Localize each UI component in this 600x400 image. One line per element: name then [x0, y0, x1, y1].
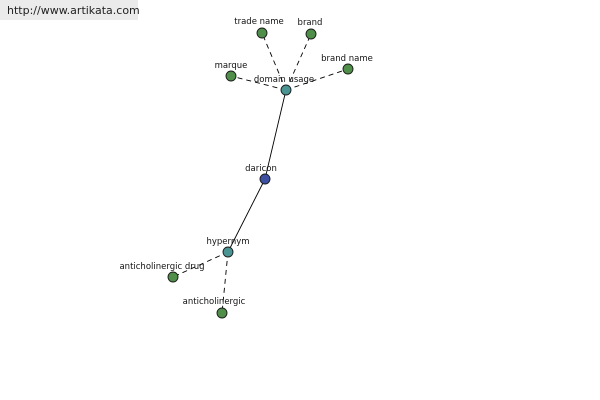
node-domain_usage[interactable]: domain usage	[254, 75, 314, 96]
node-dot-anticholinergic[interactable]	[216, 307, 228, 319]
node-label-brand[interactable]: brand	[298, 18, 323, 28]
node-trade_name[interactable]: trade name	[234, 17, 284, 39]
edge-domain_usage-trade_name	[261, 32, 287, 91]
edge-hypernym-anticholinergic	[221, 251, 229, 314]
node-label-brand_name[interactable]: brand name	[321, 54, 373, 64]
edge-daricon-hypernym	[227, 178, 266, 253]
node-daricon[interactable]: daricon	[245, 164, 277, 185]
edge-domain_usage-marque	[230, 75, 287, 91]
edge-hypernym-anticholinergic_drug	[172, 251, 229, 278]
node-label-trade_name[interactable]: trade name	[234, 17, 283, 27]
node-marque[interactable]: marque	[215, 61, 248, 82]
edge-domain_usage-brand	[285, 33, 312, 91]
node-dot-marque[interactable]	[225, 70, 237, 82]
node-dot-trade_name[interactable]	[256, 27, 268, 39]
edge-daricon-domain_usage	[264, 89, 287, 180]
edge-domain_usage-brand_name	[285, 68, 349, 91]
node-label-hypernym[interactable]: hypernym	[206, 237, 249, 247]
edges-layer	[172, 32, 349, 314]
node-brand[interactable]: brand	[298, 18, 323, 40]
node-brand_name[interactable]: brand name	[321, 54, 373, 75]
node-dot-anticholinergic_drug[interactable]	[167, 271, 179, 283]
node-dot-domain_usage[interactable]	[280, 84, 292, 96]
node-label-daricon[interactable]: daricon	[245, 164, 277, 174]
node-label-anticholinergic[interactable]: anticholinergic	[183, 297, 246, 307]
watermark-banner: http://www.artikata.com	[0, 0, 140, 20]
nodes-layer: daricon domain usage hypernym trade name bra…	[119, 17, 373, 319]
node-hypernym[interactable]: hypernym	[206, 237, 250, 258]
node-label-marque[interactable]: marque	[215, 61, 248, 71]
node-dot-hypernym[interactable]	[222, 246, 234, 258]
node-dot-daricon[interactable]	[259, 173, 271, 185]
node-anticholinergic_drug[interactable]: anticholinergic drug	[119, 262, 205, 283]
node-dot-brand[interactable]	[305, 28, 317, 40]
node-label-anticholinergic_drug[interactable]: anticholinergic drug	[119, 262, 204, 272]
node-label-domain_usage[interactable]: domain usage	[254, 75, 314, 85]
node-anticholinergic[interactable]: anticholinergic	[183, 297, 246, 319]
watermark-url[interactable]: http://www.artikata.com	[7, 4, 140, 17]
node-dot-brand_name[interactable]	[342, 63, 354, 75]
